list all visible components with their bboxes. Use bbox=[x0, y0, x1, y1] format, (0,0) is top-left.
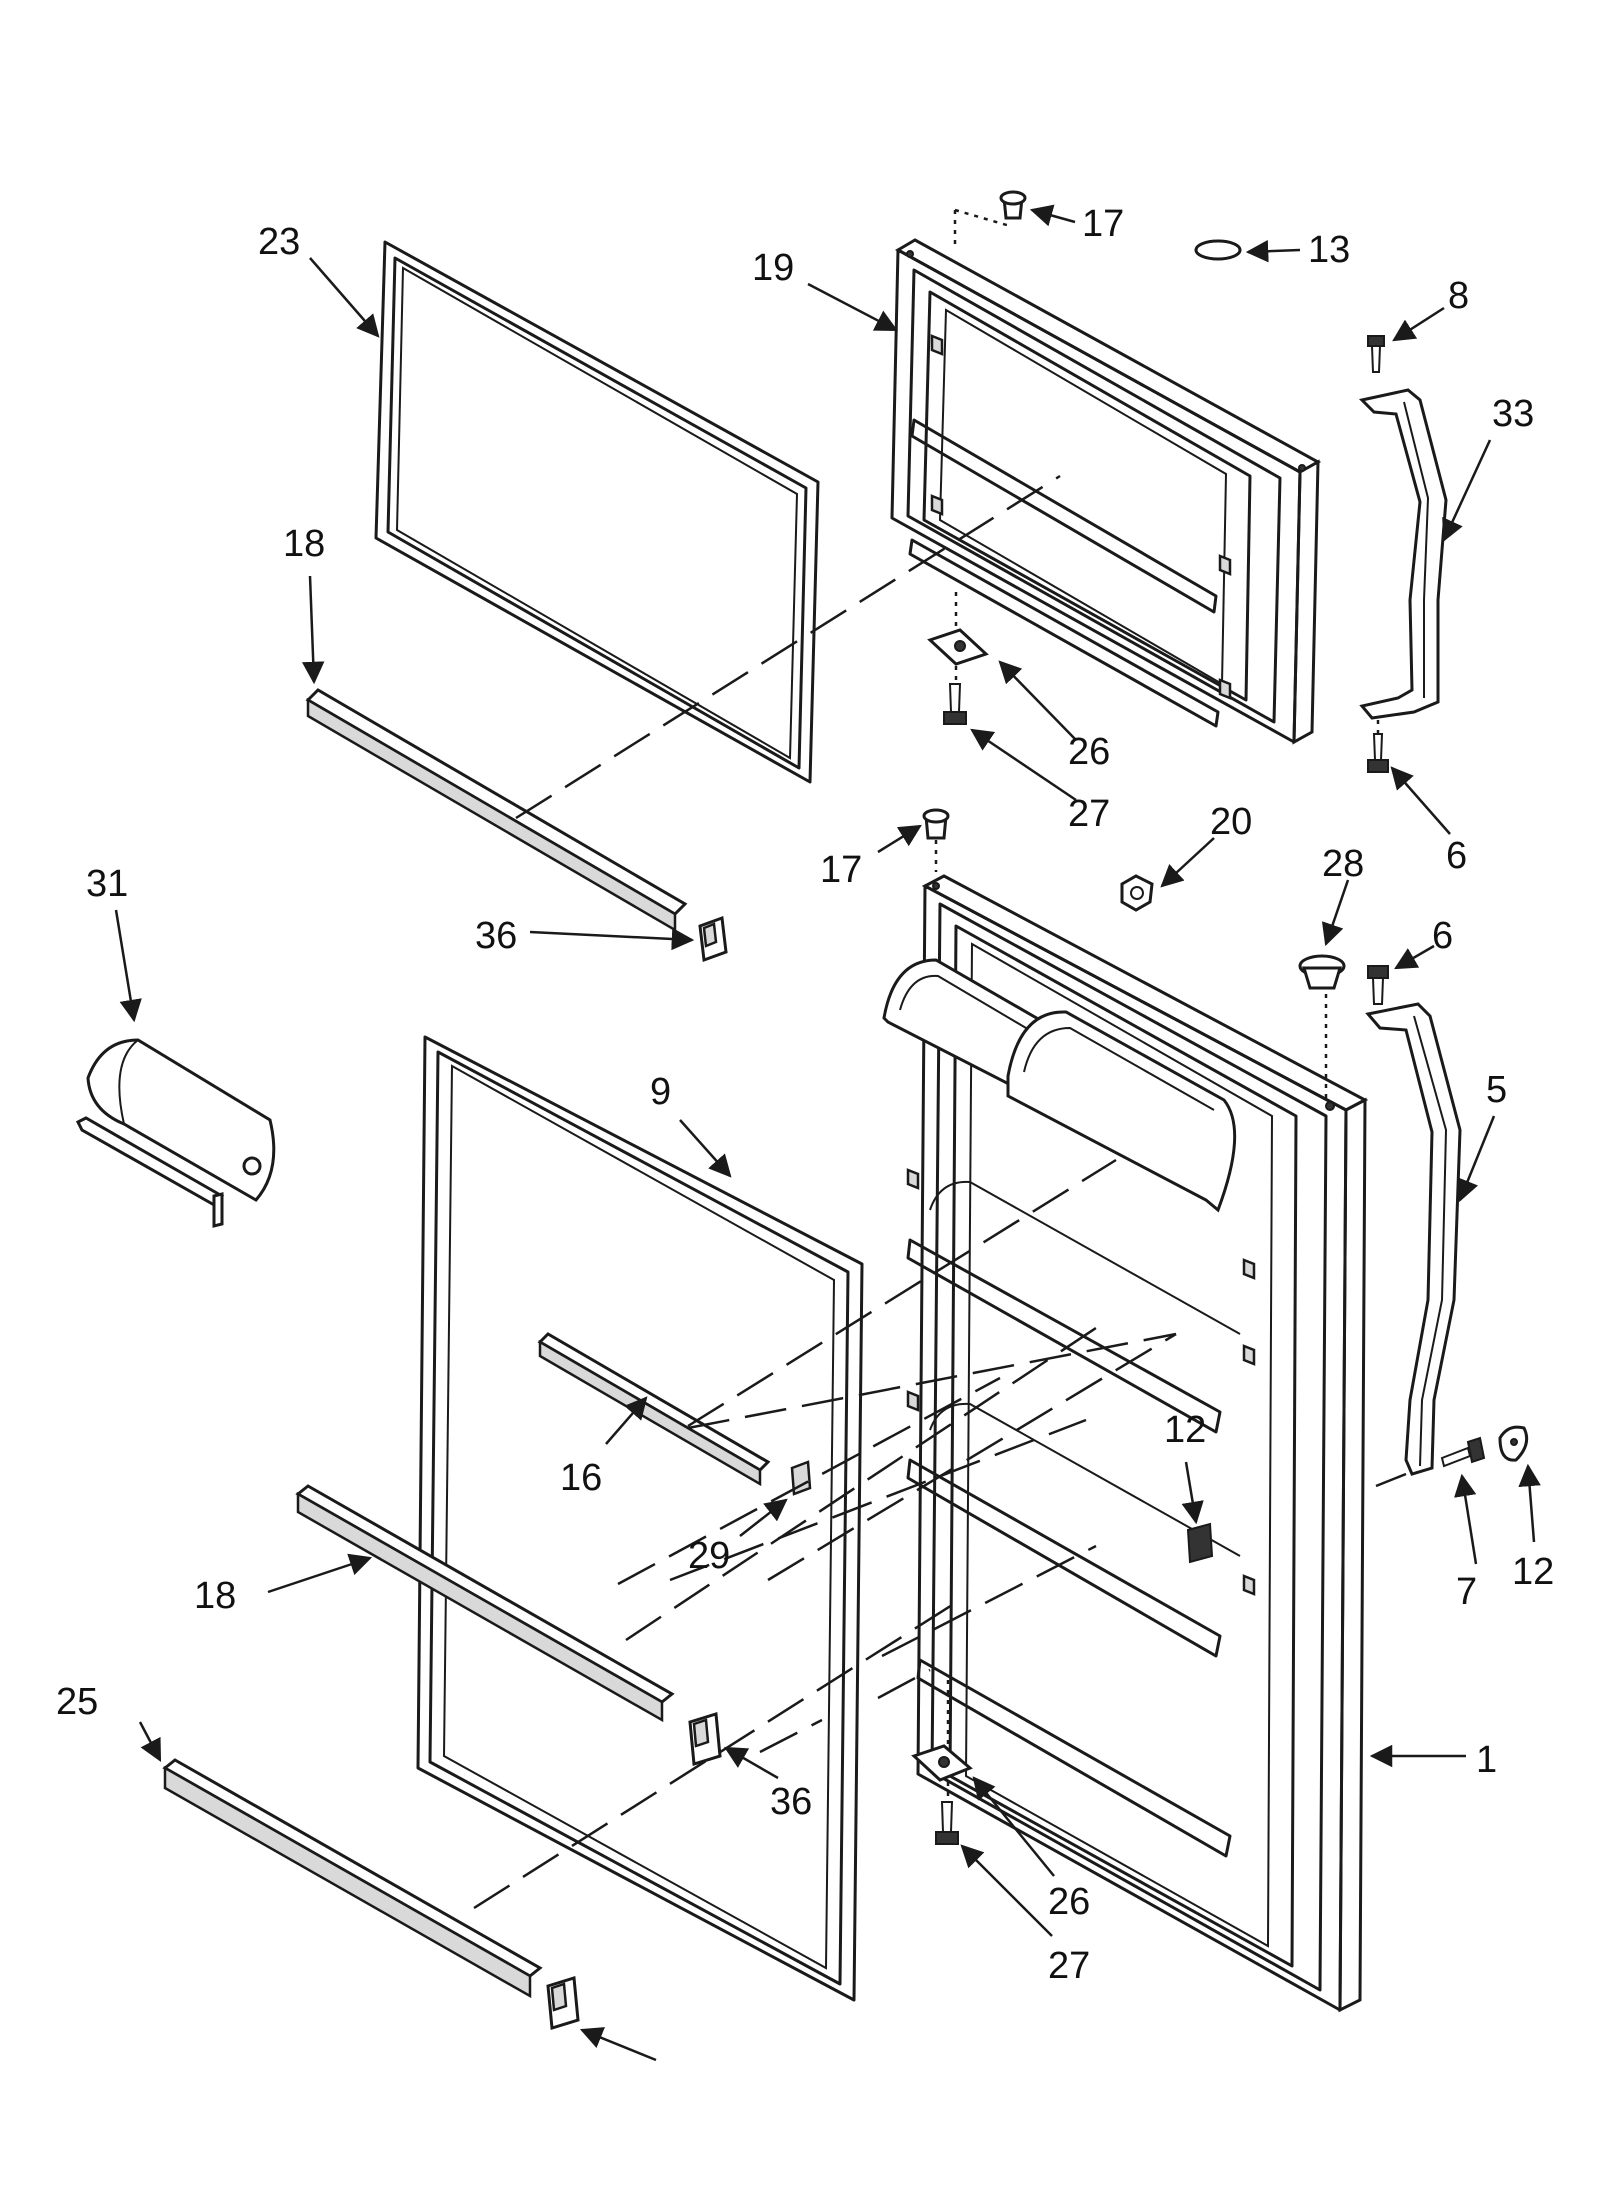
callout-labels: 23 17 13 19 8 33 18 26 27 17 20 6 31 28 … bbox=[56, 203, 1554, 1987]
callout-19: 19 bbox=[752, 247, 794, 289]
callout-36-upper: 36 bbox=[475, 915, 517, 957]
callout-26-upper: 26 bbox=[1068, 731, 1110, 773]
callout-1: 1 bbox=[1476, 1739, 1497, 1781]
callout-8: 8 bbox=[1448, 275, 1469, 317]
callout-7: 7 bbox=[1456, 1571, 1477, 1613]
callout-16: 16 bbox=[560, 1457, 602, 1499]
leader-lines bbox=[114, 204, 1541, 2062]
upper-strip-clip bbox=[698, 915, 728, 963]
freezer-door bbox=[890, 238, 1322, 745]
upper-hinge-plug bbox=[953, 190, 1027, 244]
refrigerator-door-handle bbox=[1365, 1002, 1462, 1476]
freezer-door-gasket bbox=[374, 240, 820, 784]
handle-mounting-screw bbox=[1440, 1436, 1486, 1468]
lower-hinge-assembly bbox=[911, 1680, 973, 1845]
freezer-breaker-strip bbox=[305, 688, 688, 933]
callout-6-lower: 6 bbox=[1432, 915, 1453, 957]
bottom-breaker-strip bbox=[162, 1758, 543, 1999]
freezer-door-handle bbox=[1358, 388, 1448, 720]
bottom-strip-clip bbox=[546, 1976, 580, 2030]
refrigerator-handle-screw bbox=[1367, 965, 1389, 1005]
butter-compartment bbox=[75, 1038, 276, 1228]
refrigerator-door bbox=[882, 874, 1369, 2013]
callout-13: 13 bbox=[1308, 229, 1350, 271]
shelf-clip bbox=[790, 1460, 812, 1496]
callout-5: 5 bbox=[1486, 1069, 1507, 1111]
callout-9: 9 bbox=[650, 1071, 671, 1113]
callout-18-upper: 18 bbox=[283, 523, 325, 565]
callout-36-lower: 36 bbox=[770, 1781, 812, 1823]
callout-28: 28 bbox=[1322, 843, 1364, 885]
upper-hinge-assembly bbox=[927, 592, 989, 725]
refrigerator-breaker-strip bbox=[295, 1484, 675, 1723]
refrigerator-door-gasket bbox=[416, 1035, 864, 2002]
handle-screw-top bbox=[1367, 335, 1385, 373]
hinge-hole-plug bbox=[1298, 954, 1346, 1100]
callout-27-lower: 27 bbox=[1048, 1945, 1090, 1987]
callout-18-lower: 18 bbox=[194, 1575, 236, 1617]
callout-25: 25 bbox=[56, 1681, 98, 1723]
callout-12-inner: 12 bbox=[1164, 1409, 1206, 1451]
callout-20: 20 bbox=[1210, 801, 1252, 843]
callout-31: 31 bbox=[86, 863, 128, 905]
hinge-washer bbox=[1194, 239, 1242, 261]
door-shelf-trim bbox=[537, 1332, 771, 1487]
callout-6-upper: 6 bbox=[1446, 835, 1467, 877]
callout-26-lower: 26 bbox=[1048, 1881, 1090, 1923]
callout-23: 23 bbox=[258, 221, 300, 263]
handle-nut bbox=[1498, 1425, 1529, 1462]
callout-17-lower: 17 bbox=[820, 849, 862, 891]
callout-27-upper: 27 bbox=[1068, 793, 1110, 835]
assembly-guide-lines bbox=[473, 474, 1407, 1910]
lower-strip-clip bbox=[688, 1712, 722, 1766]
callout-29: 29 bbox=[688, 1535, 730, 1577]
callout-17-upper: 17 bbox=[1082, 203, 1124, 245]
door-cam bbox=[1120, 874, 1154, 912]
callout-12-outer: 12 bbox=[1512, 1551, 1554, 1593]
handle-screw-bottom bbox=[1367, 720, 1389, 773]
lower-hinge-plug bbox=[922, 808, 950, 872]
callout-33: 33 bbox=[1492, 393, 1534, 435]
